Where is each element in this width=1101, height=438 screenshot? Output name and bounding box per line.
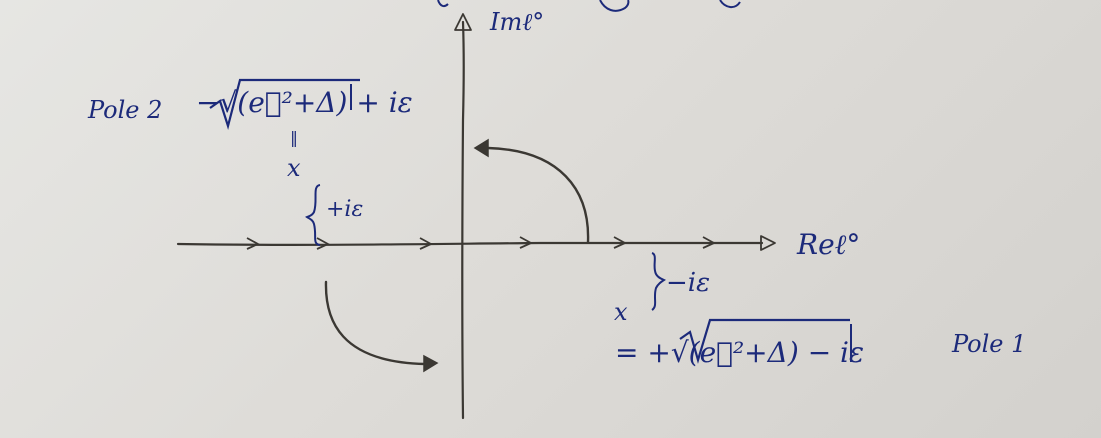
real-axis (176, 235, 776, 251)
imaginary-axis (454, 13, 472, 420)
cropped-scribble (719, 0, 741, 8)
pole1-shift-brace (651, 252, 666, 311)
pole1-marker: x (614, 298, 628, 326)
pole1-shift-label: −iε (666, 268, 710, 298)
pole2-formula: −√(e⃗²+Δ) + iε (196, 86, 413, 119)
pole2-shift-brace (305, 184, 321, 246)
lower-contour-arc (324, 280, 439, 373)
pole2-sqrt-sign (209, 78, 360, 130)
cropped-scribble (599, 0, 630, 12)
upper-arc-arrowhead (473, 138, 489, 158)
contour-direction-arrow (519, 236, 534, 249)
cropped-scribble (437, 0, 449, 8)
real-axis-arrowhead (760, 235, 776, 251)
pole2-shift-label: +iε (326, 197, 363, 222)
upper-contour-arc (473, 138, 590, 244)
pole1-sqrt-sign (679, 318, 850, 364)
contour-direction-arrow (246, 237, 261, 250)
pole1-label: Pole 1 (951, 330, 1026, 358)
pole2-marker: x (287, 154, 301, 182)
contour-direction-arrow (702, 236, 717, 249)
pole2-equals-mark: ‖ (290, 128, 298, 147)
pole2-label: Pole 2 (87, 96, 162, 124)
lower-arc-arrowhead (423, 354, 439, 373)
real-axis-label: Reℓ° (796, 228, 860, 261)
contour-direction-arrow (419, 237, 434, 250)
contour-direction-arrow (613, 236, 628, 249)
contour-direction-arrow (316, 237, 331, 250)
imaginary-axis-label: Imℓ° (489, 8, 544, 36)
imaginary-axis-arrowhead (454, 13, 472, 31)
pole1-formula: = +√(e⃗²+Δ) − iε (615, 336, 864, 369)
